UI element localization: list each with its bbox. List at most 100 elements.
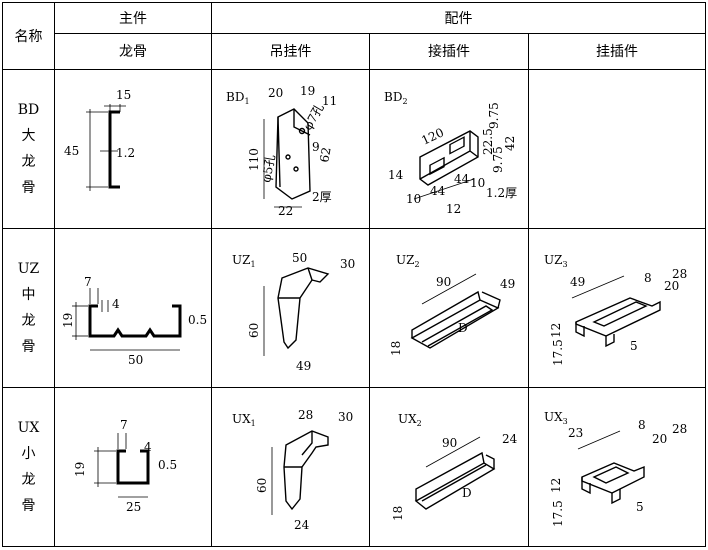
svg-text:φ5孔: φ5孔: [259, 153, 278, 183]
svg-text:24: 24: [502, 432, 518, 446]
uz-hanger-cell: UZ1 50 30 60 49: [211, 227, 370, 388]
row-name-cell: BD 大 龙 骨: [2, 68, 55, 229]
ux-keel-section-drawing: 7 4 19 0.5 25: [73, 418, 177, 514]
svg-text:8: 8: [644, 271, 652, 285]
svg-text:90: 90: [442, 436, 457, 450]
row-name-char: 骨: [21, 179, 36, 196]
svg-text:10: 10: [470, 176, 485, 190]
svg-text:110: 110: [247, 148, 261, 171]
svg-text:23: 23: [568, 426, 583, 440]
uz-connector-drawing: UZ2 90 49 18 D: [389, 253, 515, 356]
header-name: 名称: [2, 2, 55, 70]
svg-text:0.5: 0.5: [158, 458, 177, 472]
svg-text:19: 19: [300, 84, 315, 98]
svg-text:0.5: 0.5: [188, 313, 207, 327]
svg-text:90: 90: [436, 275, 451, 289]
header-hanger: 吊挂件: [211, 32, 370, 70]
svg-text:22: 22: [278, 204, 293, 218]
svg-text:30: 30: [340, 257, 355, 271]
uz-connector-cell: UZ2 90 49 18 D: [369, 227, 529, 388]
row-code: UZ: [17, 260, 40, 277]
svg-text:5: 5: [630, 339, 638, 353]
svg-text:12: 12: [549, 478, 563, 493]
svg-text:19: 19: [61, 313, 75, 328]
ux-connector-drawing: UX2 90 24 18 D: [391, 412, 518, 521]
row-name-char: 中: [21, 286, 36, 303]
ux-hanger-cell: UX1 28 30 60 24: [211, 386, 370, 548]
svg-text:17.5: 17.5: [551, 500, 565, 527]
svg-text:18: 18: [389, 341, 403, 356]
uz-hanger-drawing: UZ1 50 30 60 49: [232, 251, 355, 373]
uz-keel-cell: 7 4 19 0.5 50: [54, 227, 212, 388]
svg-text:11: 11: [322, 94, 337, 108]
connector-id: UZ2: [396, 253, 420, 269]
svg-text:50: 50: [292, 251, 307, 265]
header-main-part: 主件: [54, 2, 212, 34]
row-name-char: 龙: [21, 471, 36, 488]
row-name-cell: UX 小 龙 骨: [2, 386, 55, 548]
row-name-char: 大: [21, 127, 36, 144]
row-code: BD: [17, 101, 40, 118]
svg-text:20: 20: [652, 432, 667, 446]
svg-text:8: 8: [638, 418, 646, 432]
svg-text:20: 20: [664, 279, 679, 293]
row-name-cell: UZ 中 龙 骨: [2, 227, 55, 388]
svg-text:42: 42: [503, 135, 517, 150]
header-keel: 龙骨: [54, 32, 212, 70]
svg-text:24: 24: [294, 518, 310, 532]
svg-text:19: 19: [73, 462, 87, 477]
svg-text:28: 28: [672, 422, 687, 436]
bd-connector-drawing: BD2 120 9.75 42 22.5 9.75 14 44 44 10 10…: [384, 90, 517, 216]
svg-text:22.5: 22.5: [481, 128, 495, 155]
svg-text:60: 60: [255, 478, 269, 493]
ux-keel-cell: 7 4 19 0.5 25: [54, 386, 212, 548]
header-connector: 接插件: [369, 32, 529, 70]
row-name-char: 骨: [21, 338, 36, 355]
hanger-id: UZ1: [232, 253, 256, 269]
bd-keel-section-drawing: 15 45 1.2: [64, 88, 135, 191]
svg-text:12: 12: [549, 323, 563, 338]
clip-id: UX3: [544, 410, 568, 426]
svg-text:5: 5: [636, 500, 644, 514]
bd-hanger-cell: BD1 20 19 11 φ7孔 9 62 110 φ5孔 22 2厚: [211, 68, 370, 229]
connector-id: UX2: [398, 412, 422, 428]
hanger-id: UX1: [232, 412, 256, 428]
svg-text:12: 12: [446, 202, 461, 216]
uz-keel-section-drawing: 7 4 19 0.5 50: [61, 275, 207, 367]
svg-text:1.2厚: 1.2厚: [486, 186, 517, 200]
row-name-char: 龙: [21, 312, 36, 329]
svg-text:49: 49: [296, 359, 311, 373]
ux-clip-drawing: UX3 23 8 28 20 12 17.5 5: [544, 410, 687, 527]
row-name-char: 龙: [21, 153, 36, 170]
ux-connector-cell: UX2 90 24 18 D: [369, 386, 529, 548]
bd-keel-width: 15: [116, 88, 131, 102]
svg-text:44: 44: [454, 172, 470, 186]
svg-text:D: D: [462, 486, 472, 500]
svg-text:7: 7: [84, 275, 92, 289]
svg-text:4: 4: [144, 440, 152, 454]
row-name-char: 骨: [21, 497, 36, 514]
svg-text:28: 28: [672, 267, 687, 281]
clip-id: UZ3: [544, 253, 568, 269]
svg-text:49: 49: [500, 277, 515, 291]
bd-clip-cell-empty: [527, 68, 707, 229]
svg-text:9.75: 9.75: [487, 102, 501, 129]
svg-text:17.5: 17.5: [551, 339, 565, 366]
row-ux: UX 小 龙 骨 7 4 19 0.5 25: [2, 386, 707, 548]
svg-text:4: 4: [112, 297, 120, 311]
svg-text:7: 7: [120, 418, 128, 432]
svg-text:50: 50: [128, 353, 143, 367]
bd-keel-cell: 15 45 1.2: [54, 68, 212, 229]
row-name-char: 小: [21, 445, 36, 462]
header-clip: 挂插件: [527, 32, 707, 70]
svg-text:18: 18: [391, 506, 405, 521]
uz-clip-drawing: UZ3 49 8 28 20 12 17.5 5: [544, 253, 687, 366]
svg-text:14: 14: [388, 168, 404, 182]
svg-text:20: 20: [268, 86, 283, 100]
svg-text:9.75: 9.75: [491, 146, 505, 173]
uz-clip-cell: UZ3 49 8 28 20 12 17.5 5: [527, 227, 707, 388]
svg-text:9: 9: [312, 140, 320, 154]
header-accessories: 配件: [210, 2, 707, 34]
